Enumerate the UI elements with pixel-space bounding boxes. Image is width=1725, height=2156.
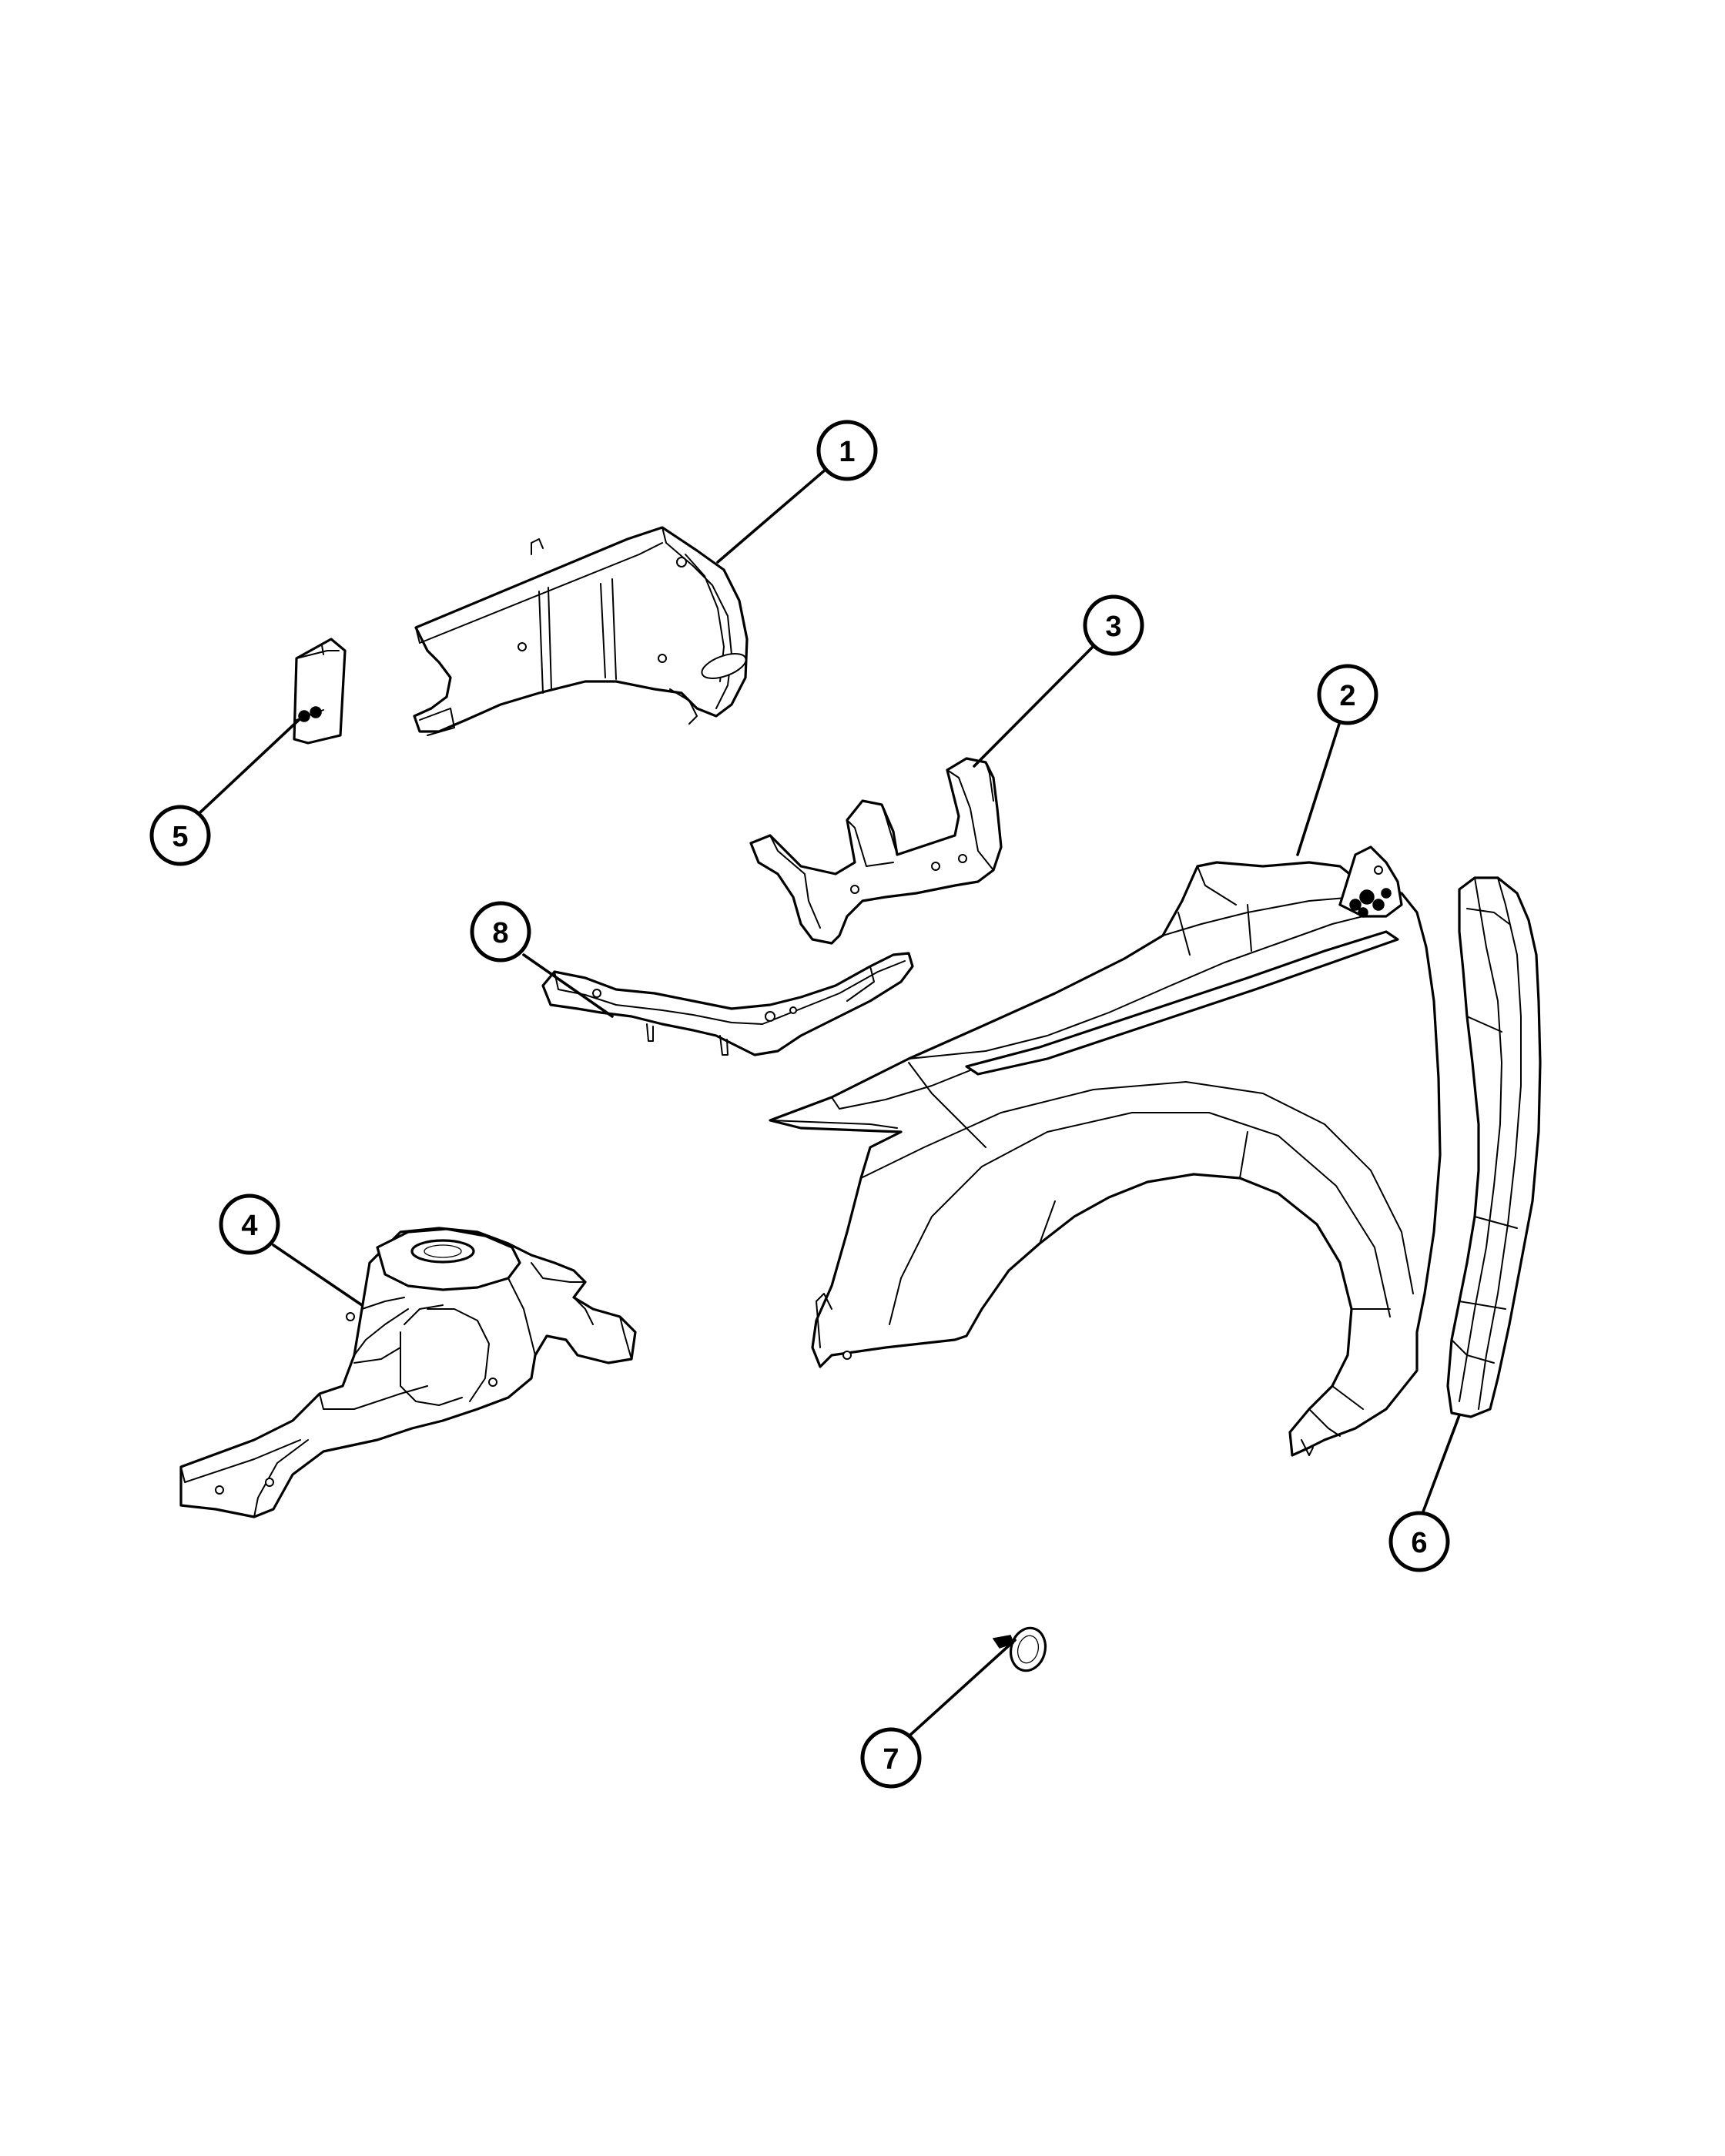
leader-2 xyxy=(1296,720,1341,856)
callout-4: 4 xyxy=(219,1194,280,1255)
leader-7 xyxy=(907,1639,1017,1738)
part-7-grommet xyxy=(992,1626,1047,1672)
part-6-shield xyxy=(1446,876,1542,1418)
callout-8: 8 xyxy=(470,901,531,962)
callout-7-label: 7 xyxy=(883,1743,899,1776)
leader-8 xyxy=(522,953,614,1018)
part-2-fender xyxy=(769,845,1442,1457)
leader-4 xyxy=(272,1244,363,1307)
part-8-support-rail xyxy=(541,952,914,1056)
callout-2-label: 2 xyxy=(1339,680,1355,712)
leader-6 xyxy=(1421,1414,1461,1515)
callout-6-label: 6 xyxy=(1411,1527,1427,1559)
part-4-wheelhouse xyxy=(179,1227,637,1518)
callout-4-label: 4 xyxy=(241,1210,257,1242)
part-1-upper-rail xyxy=(413,526,749,736)
leader-lines xyxy=(199,467,1461,1738)
callout-5: 5 xyxy=(149,805,211,866)
callout-3-label: 3 xyxy=(1105,611,1121,643)
callout-3: 3 xyxy=(1083,594,1144,656)
callout-1-label: 1 xyxy=(839,436,855,468)
callout-8-label: 8 xyxy=(492,917,508,949)
callout-5-label: 5 xyxy=(172,821,188,853)
callout-2: 2 xyxy=(1317,664,1378,725)
callout-1: 1 xyxy=(816,420,878,481)
part-3-bracket xyxy=(749,757,1003,945)
callout-6: 6 xyxy=(1388,1511,1450,1572)
leader-1 xyxy=(716,467,828,564)
leader-3 xyxy=(973,644,1096,768)
part-5-bracket xyxy=(293,638,347,745)
leader-5 xyxy=(199,718,300,814)
callout-7: 7 xyxy=(860,1727,922,1789)
